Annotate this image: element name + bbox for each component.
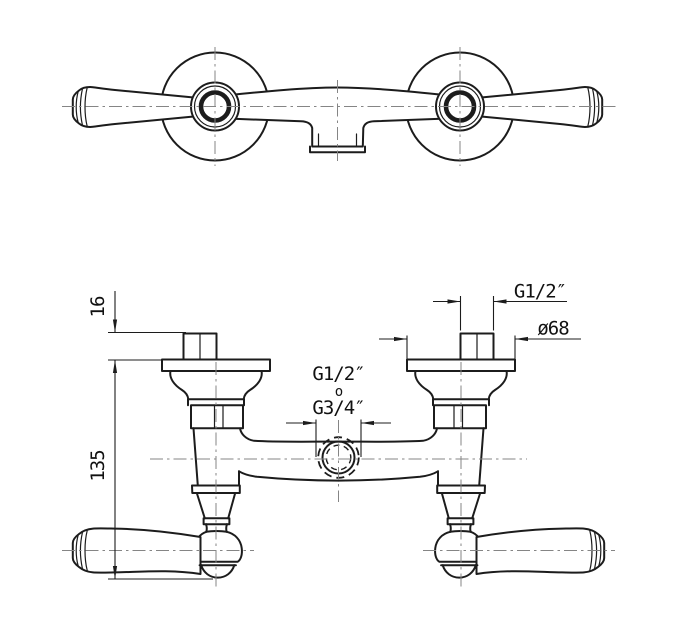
dim-16-label: 16 [87,296,109,317]
handle-right-front-view [475,527,606,575]
valve-right-front-view [337,332,606,579]
faucet-body-top-view [214,86,461,148]
dim-inlet-thread-label: G1/2″ [514,281,566,303]
valve-left-front-view [71,332,340,579]
dim-135-label: 135 [87,450,109,481]
dim-outlet-thread-primary-label: G1/2″ [312,363,364,385]
dim-inlet-thread: G1/2″ [433,281,567,331]
dim-flange-diameter-label: ø68 [537,318,569,340]
dim-flange-diameter: ø68 [379,318,581,359]
dim-outlet-thread: G1/2″ o G3/4″ [286,363,391,457]
dim-135: 135 [87,360,213,580]
dim-16: 16 [87,291,186,361]
centerlines-front-view [62,362,615,587]
front-view [62,332,615,587]
centerlines-top-view [62,47,617,166]
dimensions: 16 135 G1/2″ ø68 [87,281,581,580]
tube-upper-edge [239,427,340,443]
handle-left-front-view [71,527,202,575]
dim-outlet-thread-secondary-label: G3/4″ [312,397,364,419]
top-view [62,47,617,166]
dim-outlet-or-label: o [335,384,343,400]
tube-lower-edge [238,470,340,482]
